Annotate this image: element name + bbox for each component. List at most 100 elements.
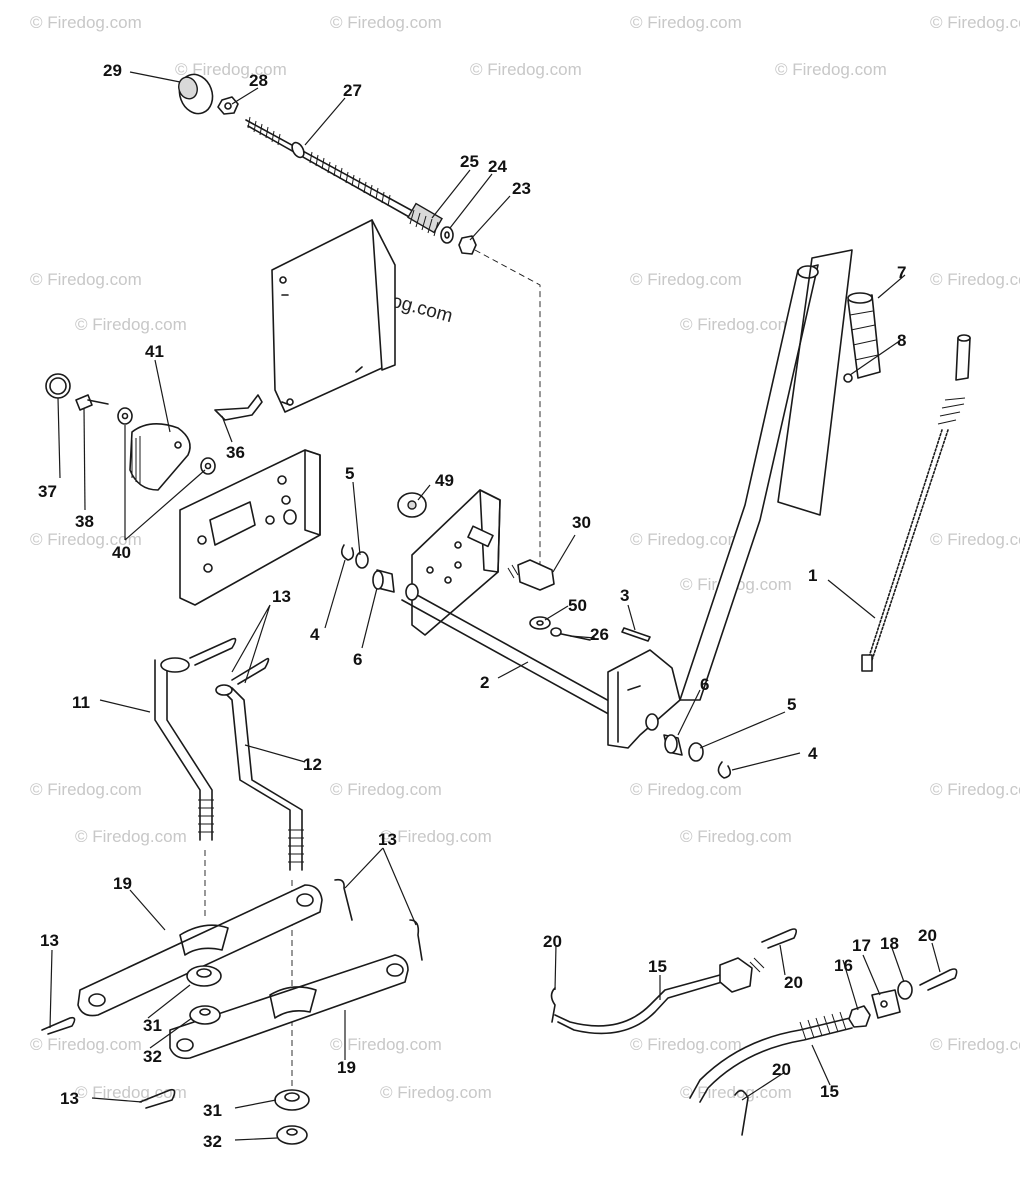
callout-50: 50 [568,596,587,615]
spring-25 [407,202,443,237]
fitting-30 [507,559,555,591]
clip-20-c [919,968,958,991]
clip-36 [214,394,263,421]
clip-20-a [550,987,556,1023]
callout-13-top: 13 [272,587,291,606]
callout-4-right: 4 [808,744,818,763]
cap-37 [45,373,71,399]
watermark: © Firedog.com [30,13,142,32]
rod-15-upper [554,957,765,1035]
watermark: © Firedog.com [630,13,742,32]
mounting-plate [271,219,396,413]
callout-20-d: 20 [772,1060,791,1079]
callout-19-lower: 19 [337,1058,356,1077]
watermark: © Firedog.com [775,60,887,79]
clip-20-d [734,1089,749,1136]
watermark: © Firedog.com [30,530,142,549]
callouts: 29 28 27 25 24 23 7 8 41 36 49 5 37 38 4… [38,61,937,1151]
grip-7 [847,292,881,379]
hairpin-13-left [41,1016,76,1035]
watermark: © Firedog.com [380,1083,492,1102]
callout-15-upper: 15 [648,957,667,976]
nut-32-upper [189,1005,221,1025]
callout-6-right: 6 [700,675,709,694]
knob-41 [129,423,191,491]
watermark: © Firedog.com [380,827,492,846]
lift-handle [607,264,819,749]
center-bracket [411,489,501,636]
hairpin-13-bottom [139,1088,176,1109]
bushing-6-right [663,734,683,756]
left-bracket [179,449,321,606]
watermark: © Firedog.com [930,780,1020,799]
nut-23 [458,235,477,255]
watermark: © Firedog.com [470,60,582,79]
watermark: © Firedog.com [930,13,1020,32]
callout-7: 7 [897,263,906,282]
callout-29: 29 [103,61,122,80]
watermark: © Firedog.com [75,315,187,334]
block-17 [871,989,901,1019]
washer-24 [440,226,454,244]
clip-20-b [761,928,798,949]
callout-13-right: 13 [378,830,397,849]
threaded-rod-27 [245,116,421,223]
watermark: © Firedog.com [630,530,742,549]
callout-37: 37 [38,482,57,501]
watermark: © Firedog.com [630,270,742,289]
watermark-layer: © Firedog.com © Firedog.com © Firedog.co… [30,13,1020,1102]
bolt-38 [75,394,109,411]
callout-16: 16 [834,956,853,975]
knob-29 [178,73,214,115]
callout-23: 23 [512,179,531,198]
callout-41: 41 [145,342,164,361]
pin-clip-4-left [340,544,355,561]
pin-clip-4-right [717,761,732,779]
hairpin-13-top [189,637,270,685]
watermark: © Firedog.com [30,1035,142,1054]
washer-5-left [355,551,369,569]
watermark: © Firedog.com [30,270,142,289]
watermark: © Firedog.com [630,780,742,799]
washer-5-right [688,742,704,762]
callout-32-upper: 32 [143,1047,162,1066]
callout-19-upper: 19 [113,874,132,893]
callout-31-upper: 31 [143,1016,162,1035]
bushing-31-lower [274,1089,310,1111]
watermark: © Firedog.com [680,315,792,334]
callout-4-left: 4 [310,625,320,644]
fitting-18 [897,980,913,1000]
nut-32-lower [276,1125,308,1145]
callout-5-right: 5 [787,695,796,714]
watermark: © Firedog.com [175,60,287,79]
watermark: © Firedog.com [75,827,187,846]
watermark: © Firedog.com [930,270,1020,289]
washer-49 [397,492,427,518]
bushing-6-left [372,569,395,593]
lift-arm-19-upper [77,884,323,1017]
callout-27: 27 [343,81,362,100]
grip-sleeve [777,249,853,516]
callout-13-bottom: 13 [60,1089,79,1108]
pin-26 [550,627,591,641]
callout-28: 28 [249,71,268,90]
nut-28 [217,96,239,115]
watermark: © Firedog.com [30,780,142,799]
callout-1: 1 [808,566,817,585]
callout-11: 11 [72,693,90,712]
leader-lines [49,71,941,1141]
callout-49: 49 [435,471,454,490]
callout-25: 25 [460,152,479,171]
callout-20-b: 20 [784,973,803,992]
watermark: © Firedog.com [330,780,442,799]
nut-16 [848,1005,871,1028]
callout-3: 3 [620,586,629,605]
callout-8: 8 [897,331,906,350]
callout-32-lower: 32 [203,1132,222,1151]
callout-5-left: 5 [345,464,354,483]
rod-15-lower [689,1011,853,1103]
callout-17: 17 [852,936,871,955]
watermark: © Firedog.com [75,1083,187,1102]
callout-13-left: 13 [40,931,59,950]
